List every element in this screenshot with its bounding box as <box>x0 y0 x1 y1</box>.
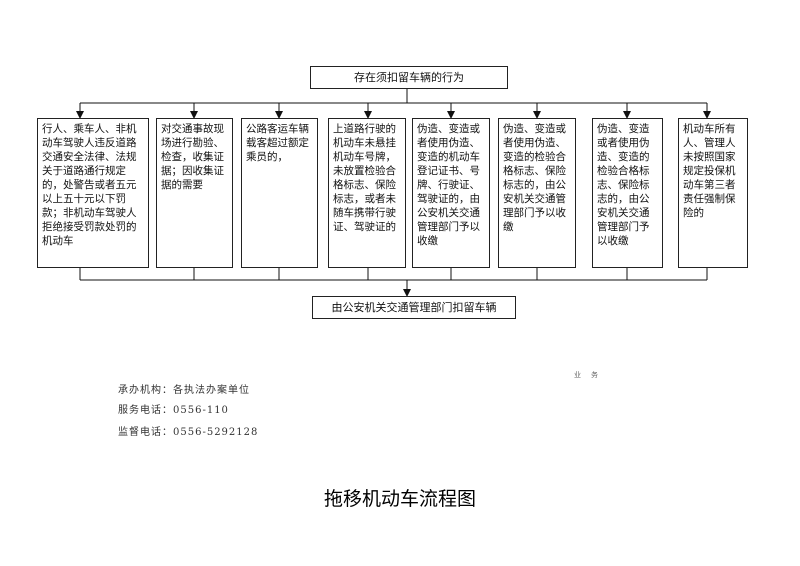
category-text-4: 上道路行驶的机动车未悬挂机动车号牌，未放置检验合格标志、保险标志，或者未随车携带… <box>333 123 396 233</box>
top-process-box: 存在须扣留车辆的行为 <box>310 66 508 89</box>
category-box-4: 上道路行驶的机动车未悬挂机动车号牌，未放置检验合格标志、保险标志，或者未随车携带… <box>328 118 406 268</box>
category-text-3: 公路客运车辆载客超过额定乘员的， <box>246 123 309 163</box>
category-text-5: 伪造、变造或者使用伪造、变造的机动车登记证书、号牌、行驶证、驾驶证的，由公安机关… <box>417 123 480 247</box>
footer-org-label: 承办机构： <box>118 385 173 396</box>
footer-service-value: 0556-110 <box>173 405 229 416</box>
category-box-1: 行人、乘车人、非机动车驾驶人违反道路交通安全法律、法规关于道路通行规定的，处警告… <box>37 118 149 268</box>
category-box-6: 伪造、变造或者使用伪造、变造的检验合格标志、保险标志的，由公安机关交通管理部门予… <box>498 118 576 268</box>
category-box-3: 公路客运车辆载客超过额定乘员的， <box>241 118 318 268</box>
footer-supervise-phone: 监督电话：0556-5292128 <box>118 423 258 438</box>
category-text-2: 对交通事故现场进行勘验、检查，收集证据；因收集证据的需要 <box>161 123 224 191</box>
stamp-mark: 业务 <box>574 371 608 379</box>
footer-service-label: 服务电话： <box>118 405 173 416</box>
category-box-5: 伪造、变造或者使用伪造、变造的机动车登记证书、号牌、行驶证、驾驶证的，由公安机关… <box>412 118 490 268</box>
category-box-7: 伪造、变造或者使用伪造、变造的检验合格标志、保险标志的，由公安机关交通管理部门予… <box>592 118 663 268</box>
category-text-6: 伪造、变造或者使用伪造、变造的检验合格标志、保险标志的，由公安机关交通管理部门予… <box>503 123 566 233</box>
category-text-1: 行人、乘车人、非机动车驾驶人违反道路交通安全法律、法规关于道路通行规定的，处警告… <box>42 123 137 247</box>
category-box-8: 机动车所有人、管理人未按照国家规定投保机动车第三者责任强制保险的 <box>678 118 748 268</box>
category-text-7: 伪造、变造或者使用伪造、变造的检验合格标志、保险标志的，由公安机关交通管理部门予… <box>597 123 650 247</box>
category-box-2: 对交通事故现场进行勘验、检查，收集证据；因收集证据的需要 <box>156 118 233 268</box>
page-title: 拖移机动车流程图 <box>323 488 476 510</box>
footer-supervise-value: 0556-5292128 <box>173 427 259 438</box>
footer-service-phone: 服务电话：0556-110 <box>118 401 229 416</box>
footer-org-value: 各执法办案单位 <box>173 385 250 396</box>
bottom-process-label: 由公安机关交通管理部门扣留车辆 <box>331 300 497 314</box>
footer-supervise-label: 监督电话： <box>118 427 173 438</box>
bottom-process-box: 由公安机关交通管理部门扣留车辆 <box>312 296 516 319</box>
top-process-label: 存在须扣留车辆的行为 <box>354 70 464 84</box>
category-text-8: 机动车所有人、管理人未按照国家规定投保机动车第三者责任强制保险的 <box>683 123 736 219</box>
footer-org: 承办机构：各执法办案单位 <box>118 381 250 396</box>
